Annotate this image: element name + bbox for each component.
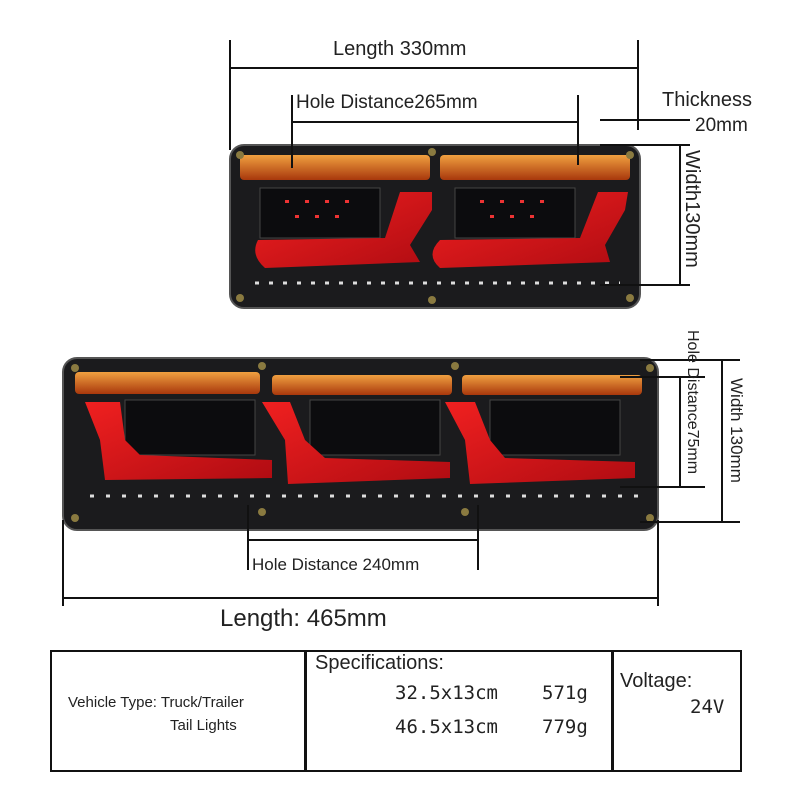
vehicle-type-line1: Vehicle Type: Truck/Trailer [68,694,244,711]
large-width-label: Width 130mm [727,378,746,483]
small-light-dimension-lines [229,40,690,286]
spec-row-1-size: 32.5x13cm [395,682,498,704]
vehicle-type-cell: Vehicle Type: Truck/Trailer Tail Lights [52,652,307,770]
voltage-cell: Voltage: 24V [614,652,740,770]
voltage-title: Voltage: [620,670,693,692]
large-hole-distance-label: Hole Distance 240mm [252,555,419,574]
vehicle-type-line2: Tail Lights [170,717,237,734]
large-tail-light [62,357,659,531]
spec-row-1-weight: 571g [542,682,588,704]
small-length-label: Length 330mm [333,38,466,60]
spec-table: Vehicle Type: Truck/Trailer Tail Lights … [50,650,742,772]
large-vertical-hole-distance-label: Hole Distance75mm [684,330,701,474]
large-light-dimension-lines [62,359,740,606]
spec-row-2-weight: 779g [542,716,588,738]
small-tail-light [229,144,641,309]
large-length-label: Length: 465mm [220,605,387,632]
specifications-cell: Specifications: 32.5x13cm 571g 46.5x13cm… [307,652,614,770]
small-hole-distance-label: Hole Distance265mm [296,92,478,113]
thickness-value: 20mm [695,115,748,136]
voltage-value: 24V [690,696,725,718]
small-width-label: Width130mm [681,150,703,268]
specifications-title: Specifications: [315,652,444,674]
thickness-label: Thickness [662,89,752,111]
spec-row-2-size: 46.5x13cm [395,716,498,738]
